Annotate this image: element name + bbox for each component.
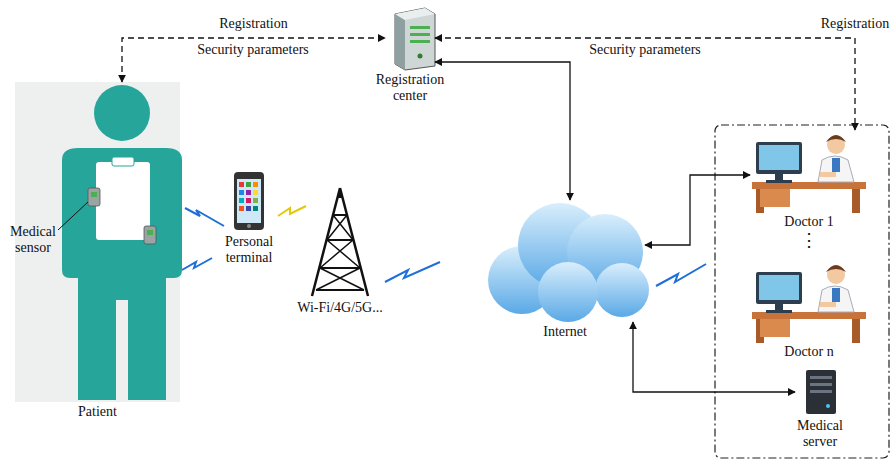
phone-icon	[234, 172, 264, 230]
node-caption: Personal terminal	[214, 234, 284, 266]
leader-line	[58, 202, 88, 230]
internet-cloud	[488, 203, 649, 322]
node-caption: Doctor n	[759, 344, 859, 360]
node-caption: Registration center	[365, 72, 455, 104]
node-caption: Medical server	[785, 418, 855, 450]
arrow-label: Security parameters	[197, 42, 309, 58]
icon-node: Wi-Fi/4G/5G...	[308, 185, 372, 298]
server-icon	[395, 8, 435, 70]
edge-label: Registration	[821, 16, 889, 32]
icon-node: Medical server	[795, 368, 845, 416]
doctor-icon	[752, 265, 866, 343]
edge-label: Registration	[219, 16, 287, 32]
icon-node: Internet	[485, 200, 645, 322]
connector-arrow	[633, 322, 795, 392]
node-caption: Internet	[520, 324, 610, 340]
icon-node: Registration center	[385, 8, 435, 70]
icon-node: Doctor n	[750, 262, 868, 342]
connector-arrow	[435, 62, 570, 200]
node-caption: Wi-Fi/4G/5G...	[275, 300, 405, 316]
icon-node: Personal terminal	[232, 172, 266, 232]
connector-arrow	[645, 175, 750, 245]
callout-label: Medical sensor	[4, 224, 62, 256]
ellipsis-mark: ⋮	[800, 232, 818, 248]
dashed-arrow	[435, 38, 855, 130]
doctor-icon	[752, 135, 866, 213]
tower-icon	[312, 188, 368, 296]
wireless-symbol	[182, 206, 706, 286]
node-caption: Doctor 1	[759, 214, 859, 230]
arrow-label: Security parameters	[589, 42, 701, 58]
server-icon	[806, 370, 836, 414]
icon-node: Doctor 1	[750, 130, 868, 212]
node-caption: Patient	[58, 404, 138, 420]
dashed-arrow	[122, 38, 385, 82]
